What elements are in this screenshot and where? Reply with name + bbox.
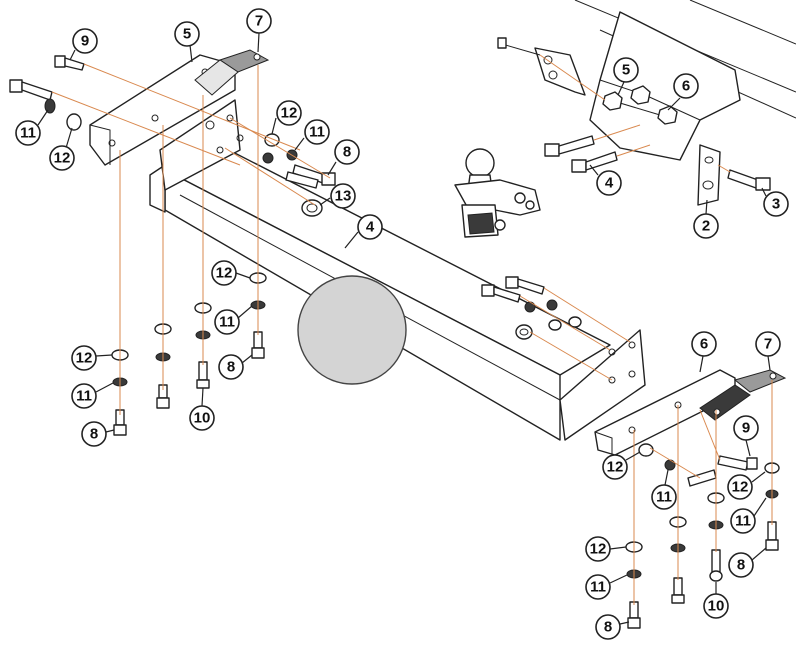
- plate-2: [697, 144, 721, 206]
- callout-10-left: 10: [189, 387, 215, 431]
- svg-text:9: 9: [81, 33, 89, 50]
- svg-text:10: 10: [194, 410, 211, 427]
- callout-13: 13: [319, 183, 356, 209]
- callout-8-right-b: 8: [728, 547, 767, 578]
- svg-text:12: 12: [76, 350, 93, 367]
- svg-text:6: 6: [682, 78, 690, 95]
- svg-text:4: 4: [366, 219, 375, 236]
- left-top-fasteners: [9, 55, 85, 131]
- svg-text:2: 2: [702, 218, 710, 235]
- svg-text:8: 8: [90, 426, 98, 443]
- callout-8-lower-left: 8: [81, 421, 115, 447]
- callout-6-right: 6: [691, 331, 717, 373]
- svg-text:8: 8: [343, 144, 351, 161]
- callout-11-right-c: 11: [585, 574, 628, 600]
- callout-9-right: 9: [733, 415, 759, 457]
- svg-text:12: 12: [54, 150, 71, 167]
- callout-12-lower-left: 12: [71, 345, 113, 371]
- callout-5-left: 5: [174, 21, 200, 63]
- mid-left-fasteners: [262, 133, 336, 217]
- svg-text:5: 5: [183, 26, 191, 43]
- svg-text:12: 12: [607, 459, 624, 476]
- svg-text:10: 10: [708, 598, 725, 615]
- svg-text:4: 4: [605, 175, 614, 192]
- tow-ball-assembly: [454, 148, 541, 238]
- right-bracket-plate: [559, 329, 646, 441]
- callout-11-lower-left: 11: [71, 382, 114, 409]
- callout-11-right-a: 11: [651, 469, 677, 510]
- callout-11-right-b: 11: [730, 497, 767, 534]
- callout-8-left-col: 8: [218, 354, 253, 380]
- svg-text:3: 3: [772, 196, 780, 213]
- svg-text:11: 11: [219, 314, 235, 331]
- callout-12-right-b: 12: [727, 471, 766, 500]
- body-nuts: [602, 85, 678, 125]
- right-fasteners: [625, 443, 780, 629]
- callout-12-mid: 12: [271, 100, 302, 135]
- callout-5-body: 5: [613, 57, 639, 96]
- callout-11-left-col: 11: [214, 305, 253, 335]
- left-bottom-fasteners: [111, 272, 267, 436]
- svg-text:11: 11: [735, 513, 751, 530]
- svg-text:5: 5: [622, 62, 630, 79]
- callout-12-left-col: 12: [211, 260, 251, 286]
- svg-text:8: 8: [604, 619, 612, 636]
- callout-11-mid: 11: [294, 119, 330, 151]
- callout-10-right: 10: [703, 582, 729, 619]
- callout-2: 2: [693, 199, 719, 239]
- callout-4-body: 4: [589, 164, 622, 196]
- grey-disc: [297, 275, 407, 385]
- assembly-guide-lines: [51, 54, 773, 605]
- center-right-fasteners: [481, 276, 582, 340]
- callout-12-top-left: 12: [49, 127, 75, 171]
- svg-text:12: 12: [216, 265, 233, 282]
- callout-12-right-c: 12: [585, 536, 627, 562]
- strap-7: [194, 49, 270, 96]
- callout-6-body: 6: [667, 73, 699, 111]
- callout-4-crossbar: 4: [344, 214, 383, 249]
- svg-text:7: 7: [255, 13, 263, 30]
- callout-7-left: 7: [246, 8, 272, 53]
- svg-text:11: 11: [76, 388, 92, 405]
- svg-text:12: 12: [281, 105, 298, 122]
- svg-text:11: 11: [309, 124, 325, 141]
- callout-11-top-left: 11: [15, 109, 49, 146]
- svg-text:12: 12: [590, 541, 607, 558]
- svg-text:11: 11: [20, 125, 36, 142]
- svg-text:7: 7: [764, 336, 772, 353]
- callout-7-right: 7: [755, 331, 781, 371]
- svg-text:11: 11: [656, 489, 672, 506]
- callout-9-top-left: 9: [69, 28, 98, 61]
- svg-text:8: 8: [227, 359, 235, 376]
- svg-text:13: 13: [335, 188, 352, 205]
- body-bolts: [544, 135, 771, 191]
- svg-text:8: 8: [737, 557, 745, 574]
- body-bracket: [497, 37, 586, 96]
- svg-text:9: 9: [742, 420, 750, 437]
- svg-text:11: 11: [590, 579, 606, 596]
- strap-7-right: [699, 369, 787, 421]
- svg-text:12: 12: [732, 479, 749, 496]
- callout-12-right-a: 12: [602, 451, 641, 480]
- svg-text:6: 6: [700, 336, 708, 353]
- callout-8-mid: 8: [327, 139, 360, 176]
- callout-3: 3: [761, 187, 789, 217]
- callout-8-right-c: 8: [595, 614, 630, 640]
